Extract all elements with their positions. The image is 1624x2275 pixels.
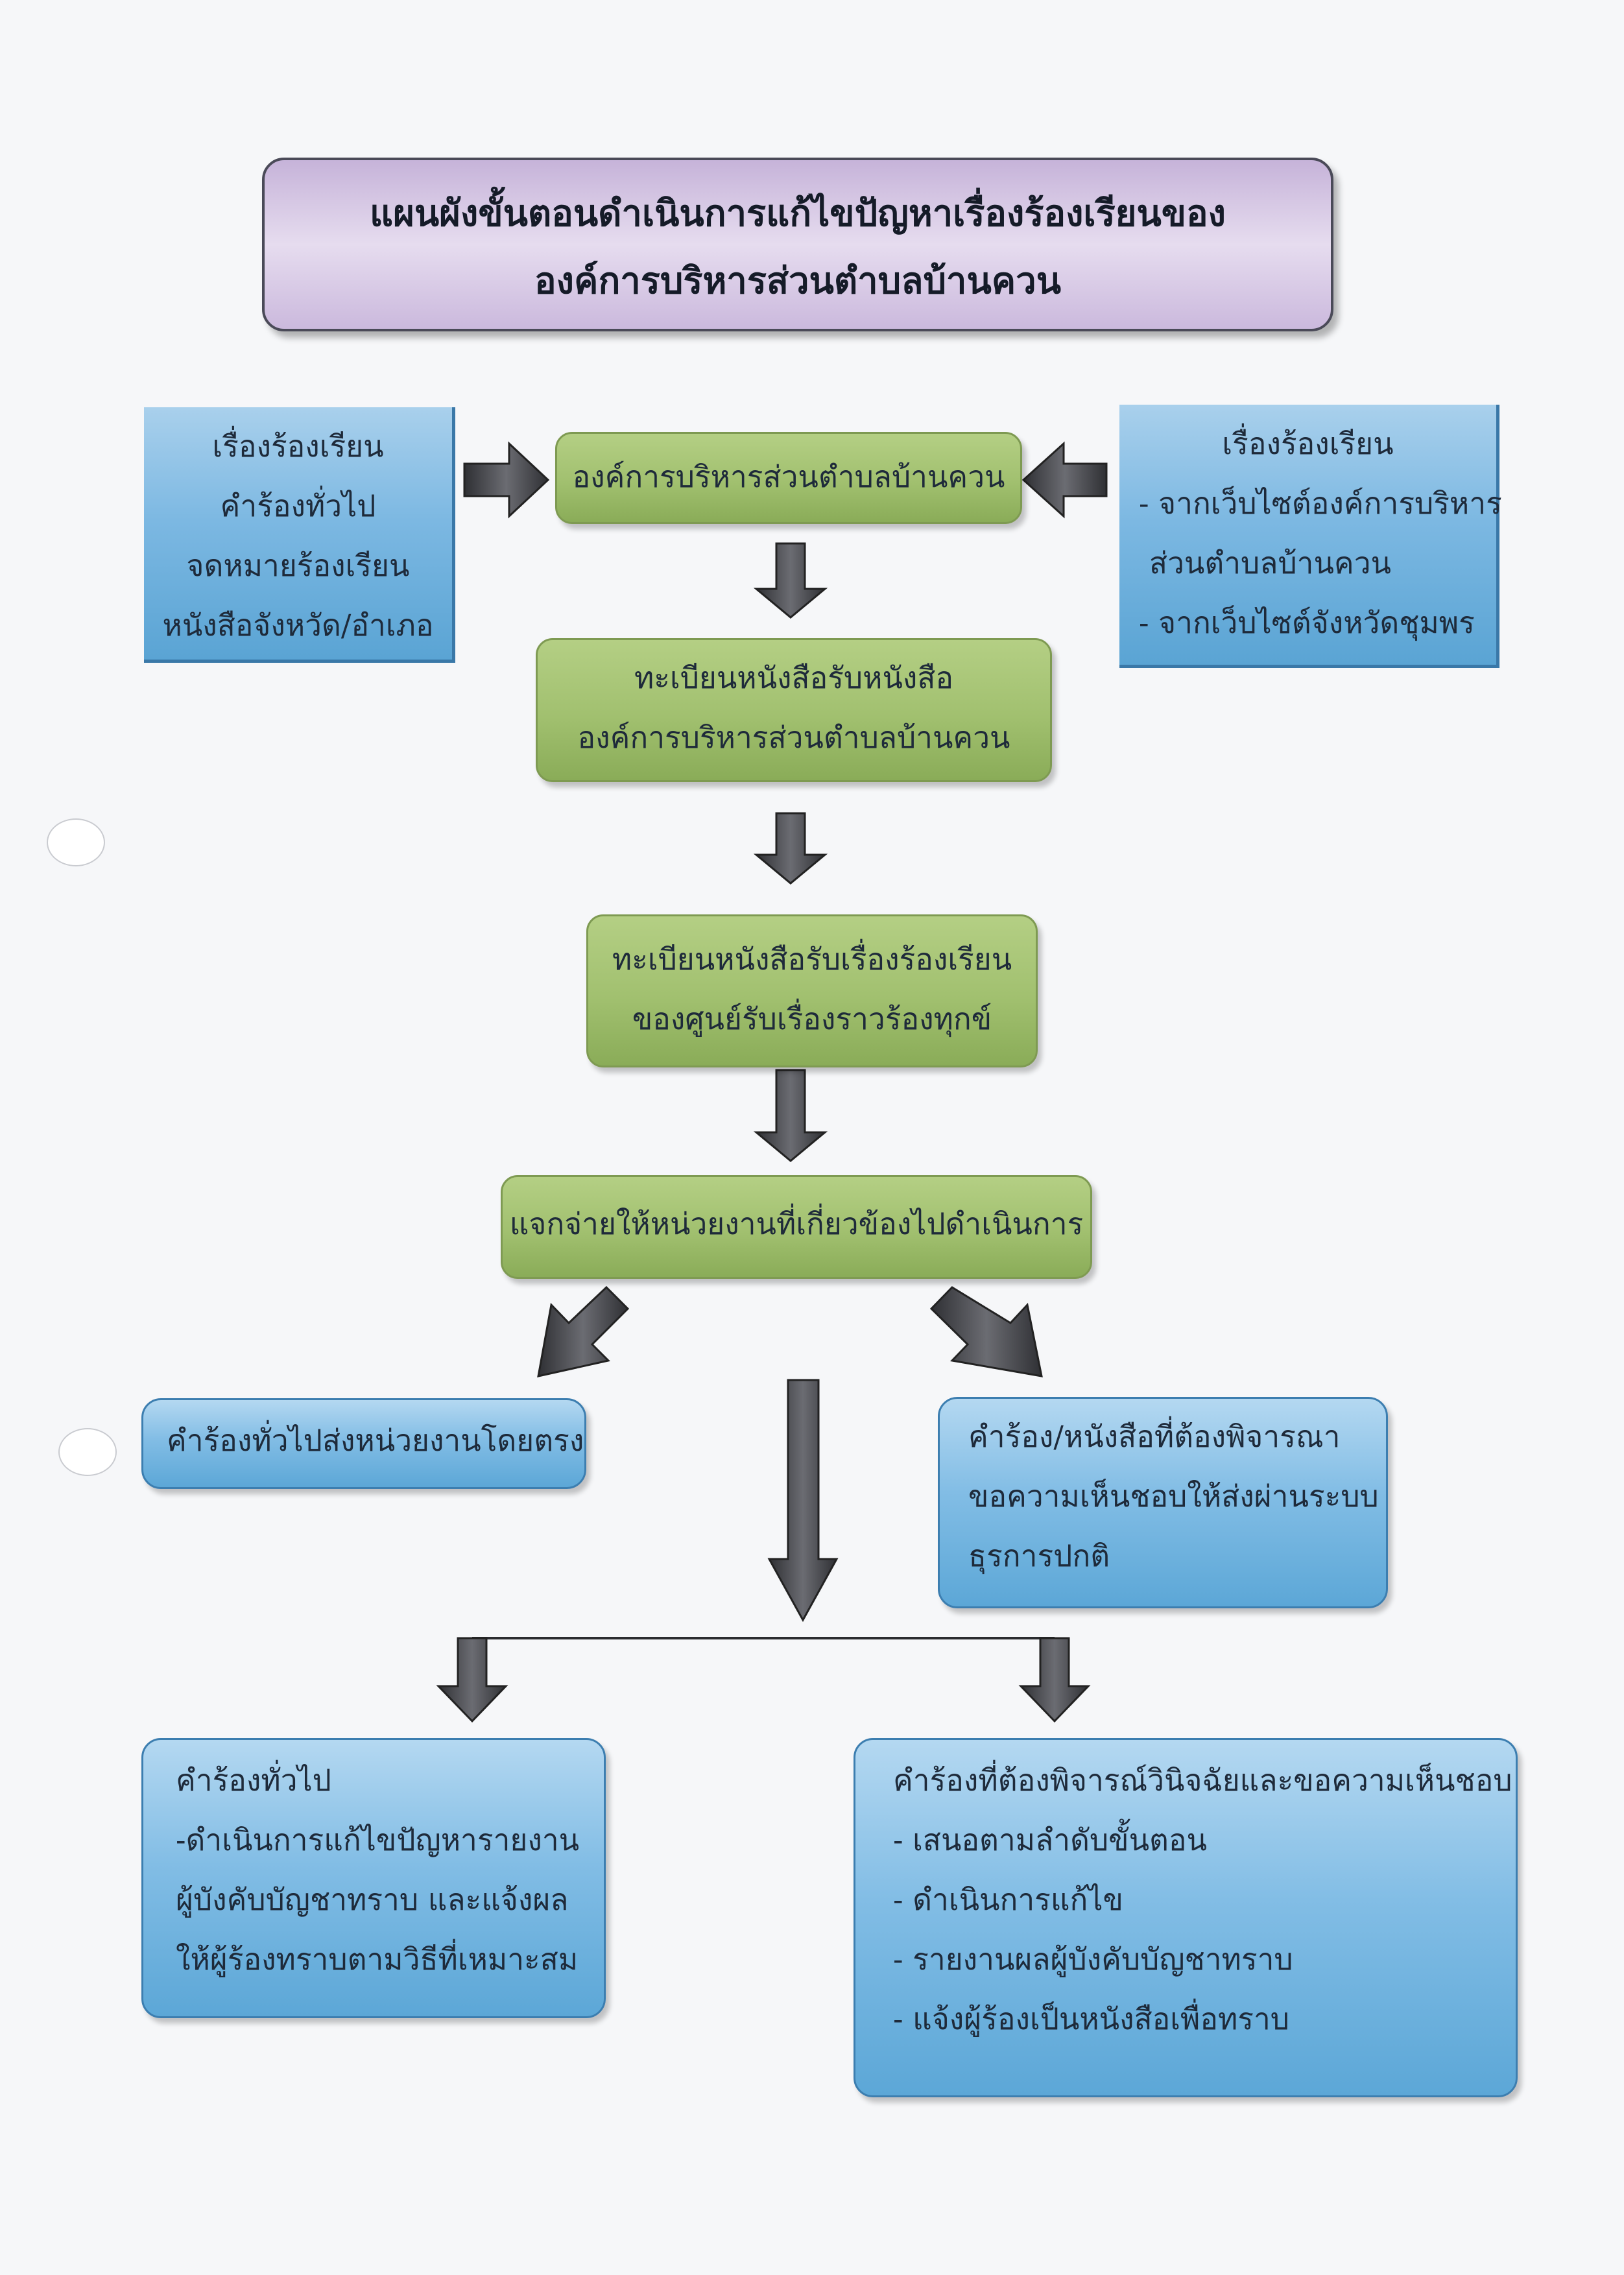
right-sources-box: เรื่องร้องเรียน - จากเว็บไซต์องค์การบริห… (1119, 405, 1502, 668)
arrow-down-to-judgement (1018, 1637, 1091, 1723)
branch-official-line-2: ขอความเห็นชอบให้ส่งผ่านระบบ (968, 1479, 1379, 1514)
branch-official-line-3: ธุรการปกติ (968, 1538, 1110, 1573)
branch-official: คำร้อง/หนังสือที่ต้องพิจารณา ขอความเห็นช… (938, 1397, 1388, 1608)
step-register-book: ทะเบียนหนังสือรับหนังสือ องค์การบริหารส่… (536, 638, 1052, 782)
right-source-3: ส่วนตำบลบ้านควน (1149, 545, 1391, 580)
step-register-book-line-1: ทะเบียนหนังสือรับหนังสือ (634, 660, 954, 695)
outcome-general-line-4: ให้ผู้ร้องทราบตามวิธีที่เหมาะสม (176, 1942, 579, 1977)
binder-hole-bottom (58, 1428, 117, 1476)
arrow-left-from-right-sources (1021, 441, 1108, 519)
step-register-complaint-line-1: ทะเบียนหนังสือรับเรื่องร้องเรียน (612, 942, 1012, 977)
outcome-general-line-2: -ดำเนินการแก้ไขปัญหารายงาน (176, 1822, 580, 1857)
right-source-4: - จากเว็บไซต์จังหวัดชุมพร (1139, 605, 1475, 640)
arrow-down-1 (753, 542, 828, 619)
step-distribute-label: แจกจ่ายให้หน่วยงานที่เกี่ยวข้องไปดำเนินก… (509, 1206, 1084, 1241)
branch-direct-label: คำร้องทั่วไปส่งหน่วยงานโดยตรง (167, 1423, 584, 1458)
arrow-diag-right (929, 1286, 1043, 1377)
left-source-2: คำร้องทั่วไป (220, 488, 376, 523)
outcome-judgement-line-3: - ดำเนินการแก้ไข (893, 1882, 1123, 1917)
title-line-2: องค์การบริหารส่วนตำบลบ้านควน (534, 259, 1061, 302)
outcome-judgement-line-2: - เสนอตามลำดับขั้นตอน (893, 1822, 1207, 1857)
step-register-complaint-line-2: ของศูนย์รับเรื่องราวร้องทุกข์ (632, 1001, 992, 1036)
branch-direct: คำร้องทั่วไปส่งหน่วยงานโดยตรง (141, 1398, 586, 1489)
step-receiver: องค์การบริหารส่วนตำบลบ้านควน (555, 432, 1022, 524)
branch-official-line-1: คำร้อง/หนังสือที่ต้องพิจารณา (968, 1419, 1341, 1454)
left-source-4: หนังสือจังหวัด/อำเภอ (162, 608, 434, 643)
arrow-down-2 (753, 812, 828, 885)
left-source-1: เรื่องร้องเรียน (212, 429, 384, 464)
left-sources-box: เรื่องร้องเรียน คำร้องทั่วไป จดหมายร้องเ… (144, 407, 455, 663)
right-source-1: เรื่องร้องเรียน (1222, 426, 1394, 461)
outcome-judgement: คำร้องที่ต้องพิจารณ์วินิจฉัยและขอความเห็… (854, 1738, 1518, 2097)
title-box: แผนผังขั้นตอนดำเนินการแก้ไขปัญหาเรื่องร้… (262, 158, 1333, 331)
arrow-down-center-long (767, 1379, 839, 1623)
left-source-3: จดหมายร้องเรียน (186, 548, 410, 583)
arrow-right-from-left-sources (463, 441, 550, 519)
outcome-general-line-1: คำร้องทั่วไป (176, 1763, 331, 1798)
binder-hole-top (47, 818, 105, 866)
step-register-complaint: ทะเบียนหนังสือรับเรื่องร้องเรียน ของศูนย… (586, 914, 1038, 1067)
right-source-2: - จากเว็บไซต์องค์การบริหาร (1139, 486, 1502, 521)
title-line-1: แผนผังขั้นตอนดำเนินการแก้ไขปัญหาเรื่องร้… (369, 192, 1226, 235)
step-register-book-line-2: องค์การบริหารส่วนตำบลบ้านควน (577, 720, 1010, 755)
step-receiver-label: องค์การบริหารส่วนตำบลบ้านควน (572, 459, 1005, 494)
outcome-judgement-line-4: - รายงานผลผู้บังคับบัญชาทราบ (893, 1942, 1293, 1977)
outcome-general: คำร้องทั่วไป -ดำเนินการแก้ไขปัญหารายงาน … (141, 1738, 606, 2018)
arrow-down-3 (753, 1069, 828, 1162)
outcome-judgement-line-5: - แจ้งผู้ร้องเป็นหนังสือเพื่อทราบ (893, 2001, 1290, 2036)
arrow-diag-left (537, 1285, 630, 1377)
arrow-down-to-general (436, 1637, 508, 1723)
step-distribute: แจกจ่ายให้หน่วยงานที่เกี่ยวข้องไปดำเนินก… (501, 1175, 1092, 1279)
outcome-general-line-3: ผู้บังคับบัญชาทราบ และแจ้งผล (176, 1882, 569, 1917)
outcome-judgement-line-1: คำร้องที่ต้องพิจารณ์วินิจฉัยและขอความเห็… (893, 1763, 1512, 1798)
